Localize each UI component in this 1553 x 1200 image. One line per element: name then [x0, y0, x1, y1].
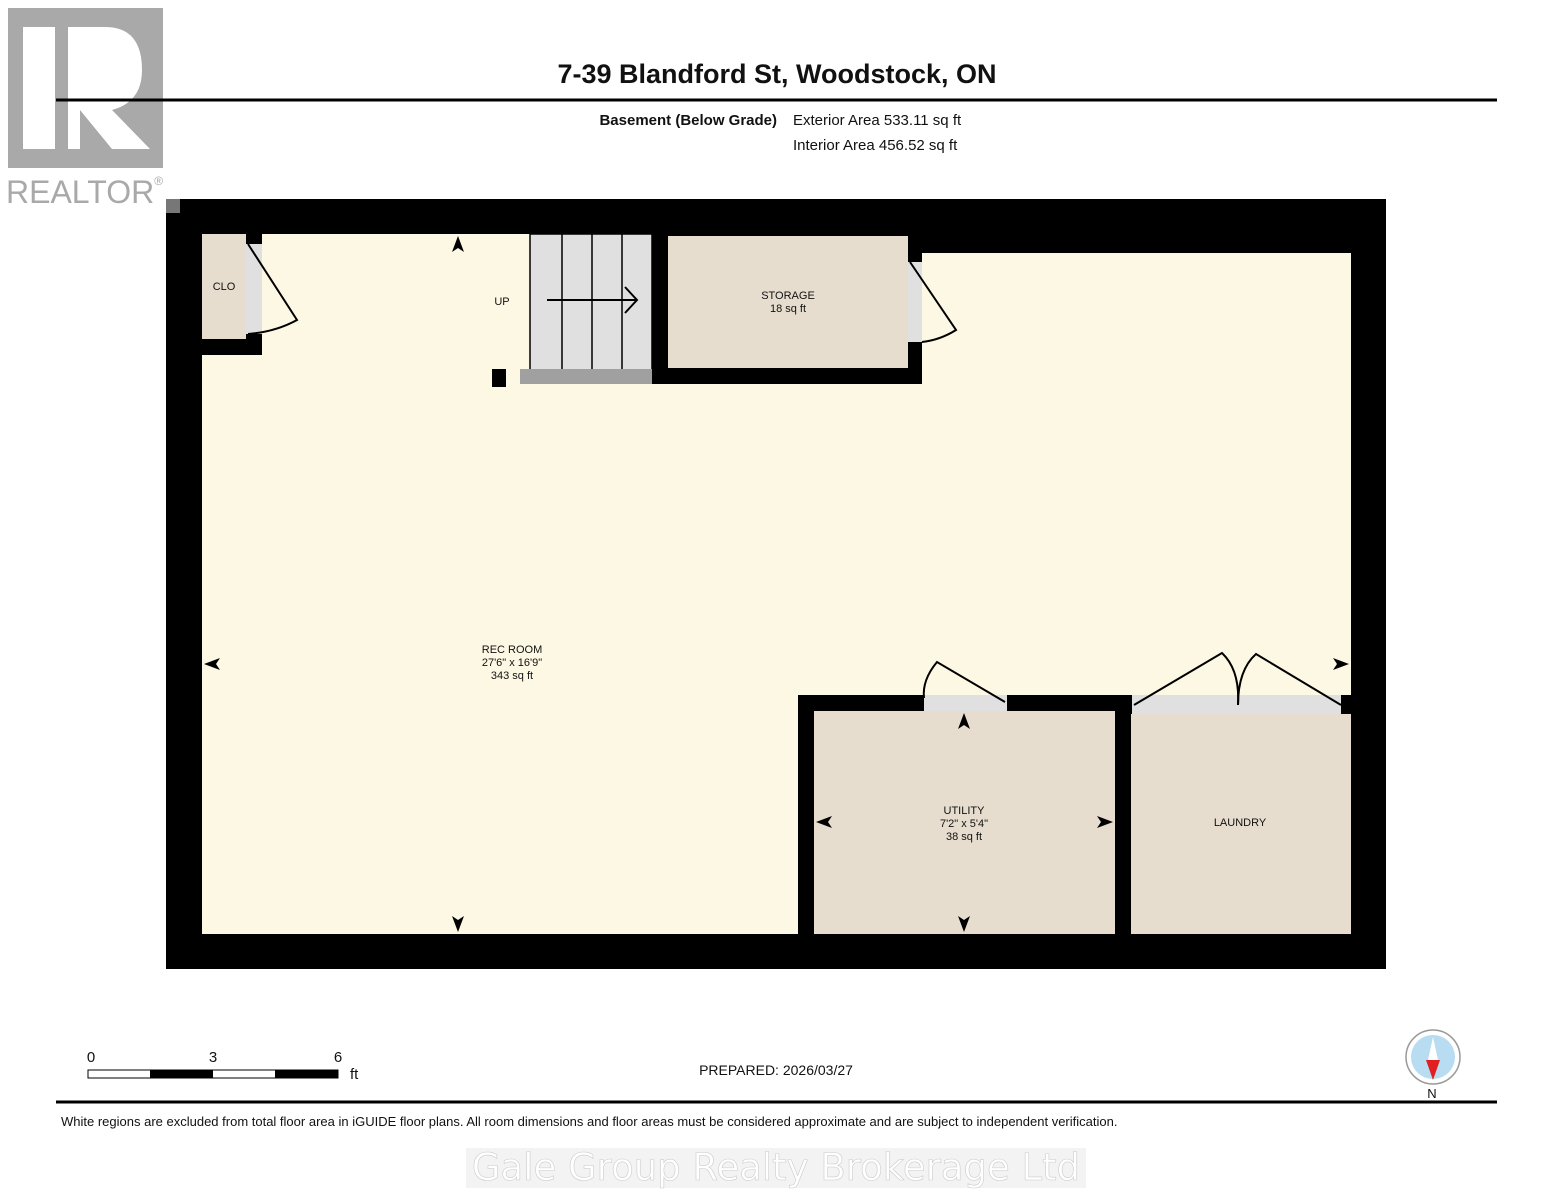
svg-text:6: 6	[334, 1049, 342, 1066]
floor-plan: CLO UP STORAGE 18 sq ft REC ROOM 27'6" x…	[166, 199, 1386, 969]
svg-text:0: 0	[87, 1049, 95, 1066]
rec-room-area: 343 sq ft	[491, 670, 533, 682]
page-title: 7-39 Blandford St, Woodstock, ON	[557, 59, 996, 89]
stairs-label: UP	[494, 296, 509, 308]
utility-label: UTILITY	[944, 805, 986, 817]
floor-label: Basement (Below Grade)	[599, 112, 777, 129]
svg-text:3: 3	[209, 1049, 217, 1066]
utility-area: 38 sq ft	[946, 831, 982, 843]
rec-room-floor	[202, 234, 1351, 934]
dimension-arrows	[204, 236, 1349, 932]
storage-area: 18 sq ft	[770, 303, 806, 315]
clo-floor	[202, 234, 246, 339]
storage-floor	[668, 236, 908, 368]
laundry-floor	[1131, 714, 1351, 934]
storage-label: STORAGE	[761, 290, 815, 302]
exterior-area: Exterior Area 533.11 sq ft	[793, 112, 962, 129]
prepared-date: PREPARED: 2026/03/27	[699, 1062, 853, 1078]
watermark: Gale Group Realty Brokerage Ltd	[472, 1146, 1080, 1189]
clo-label: CLO	[213, 281, 236, 293]
disclaimer: White regions are excluded from total fl…	[61, 1114, 1117, 1129]
utility-floor	[814, 711, 1115, 934]
laundry-label: LAUNDRY	[1214, 817, 1267, 829]
utility-dims: 7'2" x 5'4"	[940, 818, 988, 830]
column	[492, 369, 506, 387]
interior-area: Interior Area 456.52 sq ft	[793, 137, 958, 154]
svg-text:N: N	[1427, 1086, 1436, 1101]
scale-bar: 0 3 6 ft	[87, 1049, 359, 1083]
rec-room-dims: 27'6" x 16'9"	[482, 657, 542, 669]
realtor-logo: REALTOR®	[6, 8, 163, 210]
svg-text:REALTOR®: REALTOR®	[6, 174, 163, 210]
svg-text:ft: ft	[350, 1066, 359, 1083]
stairs	[529, 233, 653, 371]
rec-room-label: REC ROOM	[482, 644, 543, 656]
compass-icon: N	[1405, 1029, 1461, 1101]
